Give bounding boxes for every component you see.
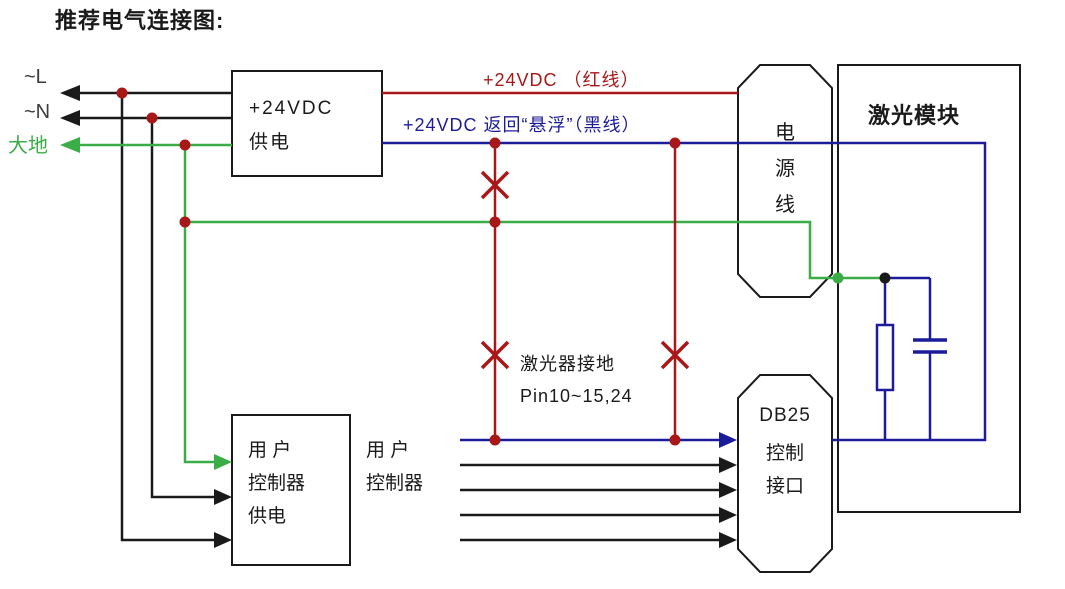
gray-labels: ~L ~N [24, 66, 50, 123]
controller-label-line2: 控制器 [366, 472, 423, 494]
controller-psu-label-line1: 用 户 [248, 439, 291, 461]
controller-label-line1: 用 户 [366, 439, 409, 461]
junction-dot [489, 216, 501, 228]
controller-psu-box [231, 414, 351, 566]
junction-dot [489, 434, 501, 446]
power-connector-char2: 源 [775, 157, 795, 180]
psu-label-line2: 供电 [249, 131, 291, 153]
laser-module-label: 激光模块 [868, 103, 960, 128]
earth-branch-wire [183, 145, 218, 464]
power-connector-outline [737, 64, 833, 298]
ground-note-line1: 激光器接地 [520, 354, 615, 374]
junction-dot [146, 112, 158, 124]
junction-dot [179, 216, 191, 228]
junction-dot [116, 87, 128, 99]
controller-psu-label-line2: 控制器 [248, 472, 305, 494]
cut-mark-3 [660, 340, 690, 370]
db25-label-line2: 控制 [766, 442, 804, 464]
db25-label-line1: DB25 [759, 405, 811, 426]
rc-top-link [883, 276, 932, 340]
arrow-earth-left [60, 137, 80, 153]
blue-arrowheads [719, 432, 737, 448]
neutral-branch-wire [150, 118, 218, 499]
boxes [231, 64, 1021, 573]
psu-label-line1: +24VDC [249, 98, 333, 119]
controller-psu-label-line3: 供电 [248, 505, 286, 527]
db25-connector-outline [737, 374, 833, 573]
ground-note-line2: Pin10~15,24 [520, 386, 633, 406]
red-wires [382, 91, 738, 440]
junction-dots-red [116, 87, 681, 446]
junction-dots-black [879, 272, 891, 284]
green-arrowheads [60, 137, 232, 470]
cut-marks [480, 170, 690, 370]
red-labels: +24VDC （红线） [483, 70, 640, 90]
junction-dot [489, 137, 501, 149]
db25-label-line3: 接口 [766, 475, 804, 497]
chassis-earth-dot [832, 272, 844, 284]
arrow-neutral-left [60, 110, 80, 126]
junction-dots-green [832, 272, 844, 284]
red-wire-label: +24VDC （红线） [483, 70, 640, 90]
arrow-into-controller-psu-2 [214, 489, 232, 505]
power-connector-char1: 电 [775, 121, 795, 144]
power-connector-char3: 线 [775, 193, 795, 216]
arrow-into-controller-psu-1 [214, 454, 232, 470]
rc-bottom-link [883, 352, 932, 440]
arrow-into-db25-3 [719, 482, 737, 498]
black-arrowheads [60, 85, 737, 548]
arrow-live-left [60, 85, 80, 101]
diagram-title: 推荐电气连接图: [55, 8, 224, 33]
junction-dot [669, 137, 681, 149]
arrow-into-db25-5 [719, 532, 737, 548]
psu-box [231, 70, 383, 177]
black-labels: 推荐电气连接图: +24VDC 供电 电 源 线 激光模块 DB25 控制 接口… [55, 8, 960, 527]
rc-node-dot [879, 272, 891, 284]
blue-labels: +24VDC 返回“悬浮”（黑线） [403, 115, 641, 135]
live-branch-wire [120, 93, 218, 542]
terminal-earth-label: 大地 [8, 134, 48, 157]
return-wire-label: +24VDC 返回“悬浮”（黑线） [403, 115, 641, 135]
resistor-symbol [875, 323, 895, 392]
arrow-into-controller-psu-3 [214, 532, 232, 548]
terminal-neutral-label: ~N [24, 101, 50, 123]
junction-dot [669, 434, 681, 446]
green-labels: 大地 [8, 134, 48, 157]
arrow-into-db25-1 [719, 432, 737, 448]
junction-dot [179, 139, 191, 151]
arrow-into-db25-4 [719, 507, 737, 523]
cut-mark-2 [480, 340, 510, 370]
cut-mark-1 [480, 170, 510, 200]
arrow-into-db25-2 [719, 457, 737, 473]
return-wire [382, 141, 987, 442]
terminal-live-label: ~L [24, 66, 47, 88]
